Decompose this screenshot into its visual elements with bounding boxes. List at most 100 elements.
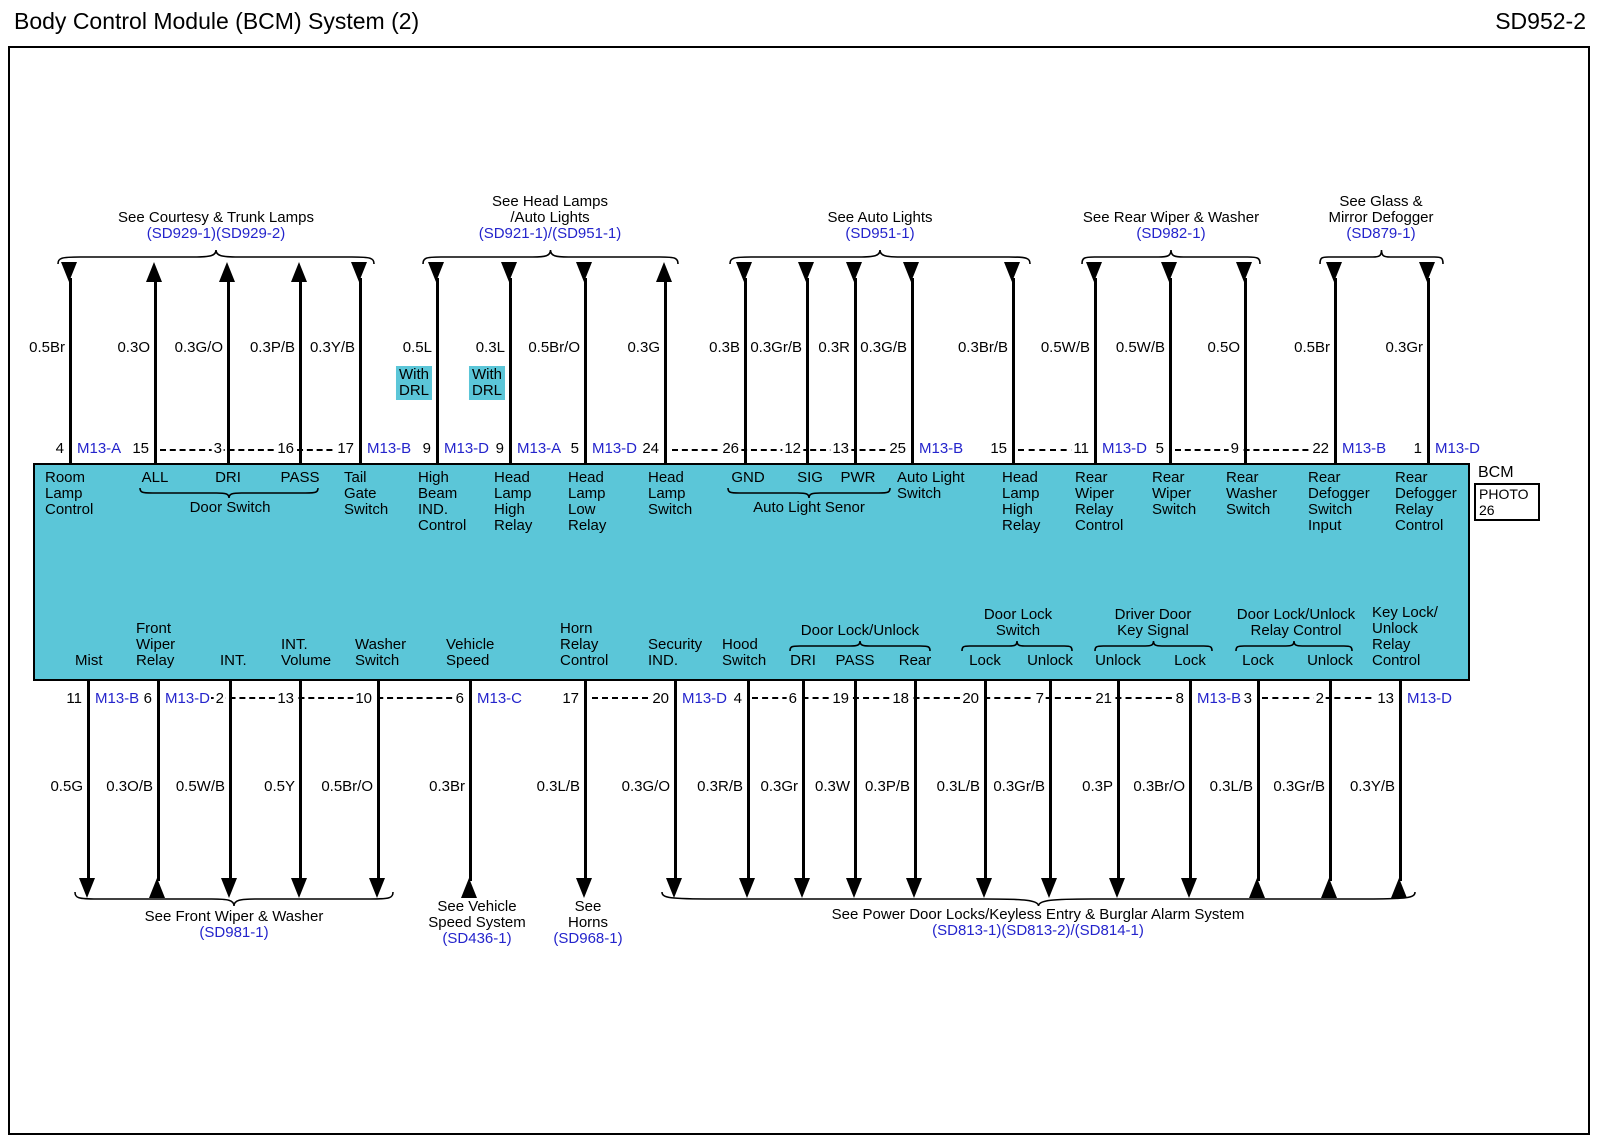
bcm-pin-function: Unlock (1095, 652, 1141, 669)
wire (584, 278, 587, 464)
bcm-pin-function: Rear Defogger Switch Input (1308, 469, 1370, 534)
drl-note: With DRL (468, 366, 505, 400)
arrow-down-icon (1419, 262, 1435, 282)
arrow-down-icon (1181, 878, 1197, 898)
pin-number: 12 (782, 440, 803, 457)
bcm-pin-function: SIG (797, 469, 823, 486)
pin-number: 18 (890, 690, 911, 707)
group-label: See Horns (567, 898, 609, 931)
pin-number: 4 (53, 440, 66, 457)
bcm-pin-function: PASS (835, 652, 875, 669)
connector-dash (1262, 697, 1392, 699)
photo-ref: PHOTO 26 (1474, 483, 1540, 521)
pin-number: 26 (720, 440, 741, 457)
wire-color-label: 0.3G/O (621, 778, 670, 795)
arrow-down-icon (739, 878, 755, 898)
wire (154, 278, 157, 464)
bcm-pin-function: Auto Light Switch (897, 469, 965, 502)
pin-number: 24 (640, 440, 661, 457)
photo-number: 26 (1479, 502, 1495, 518)
wire-color-label: 0.3Gr (760, 778, 798, 795)
wire-color-label: 0.3Gr (1385, 339, 1423, 356)
arrow-down-icon (1161, 262, 1177, 282)
bcm-pin-function: PWR (840, 469, 876, 486)
wire (1012, 278, 1015, 464)
bcm-pin-function: Head Lamp Low Relay (568, 469, 607, 534)
wire-color-label: 0.5Br (1294, 339, 1330, 356)
wire (436, 278, 439, 464)
arrow-down-icon (1041, 878, 1057, 898)
pin-number: 13 (1375, 690, 1396, 707)
wire (1334, 278, 1337, 464)
brace (1236, 641, 1352, 651)
bcm-pin-function: Unlock (1027, 652, 1073, 669)
wire (377, 681, 380, 881)
connector-label: M13-D (1406, 690, 1454, 707)
pin-number: 3 (211, 440, 224, 457)
connector-label: M13-A (516, 440, 563, 457)
brace (423, 250, 678, 264)
bcm-pin-function: Front Wiper Relay (136, 620, 176, 669)
bcm-pin-function: Horn Relay Control (560, 620, 609, 669)
arrow-down-icon (291, 878, 307, 898)
brace (790, 641, 930, 651)
brace (1082, 250, 1260, 264)
wire (229, 681, 232, 881)
bcm-pin-function: Auto Light Senor (753, 499, 865, 516)
connector-label: M13-B (366, 440, 413, 457)
pin-number: 10 (353, 690, 374, 707)
bcm-pin-function: Driver Door Key Signal (1114, 606, 1192, 639)
group-label: See Head Lamps /Auto Lights (492, 193, 608, 226)
bcm-pin-function: Lock (969, 652, 1001, 669)
brace (728, 488, 890, 498)
group-ref: (SD982-1) (1136, 225, 1206, 242)
group-label: See Power Door Locks/Keyless Entry & Bur… (831, 906, 1245, 923)
pin-number: 11 (64, 690, 84, 707)
pin-number: 20 (960, 690, 981, 707)
connector-label: M13-D (1434, 440, 1482, 457)
arrow-up-icon (1391, 878, 1407, 898)
arrow-down-icon (79, 878, 95, 898)
group-ref: (SD813-1)(SD813-2)/(SD814-1) (932, 922, 1144, 939)
bcm-pin-function: Washer Switch (355, 636, 407, 669)
wire (664, 278, 667, 464)
arrow-down-icon (1004, 262, 1020, 282)
wire (674, 681, 677, 881)
group-label: See Courtesy & Trunk Lamps (118, 209, 314, 226)
wire-color-label: 0.3Br (429, 778, 465, 795)
wire (802, 681, 805, 881)
wire (984, 681, 987, 881)
connector-label: M13-D (164, 690, 212, 707)
group-label: See Glass & Mirror Defogger (1328, 193, 1434, 226)
pin-number: 6 (453, 690, 466, 707)
bcm-pin-function: Rear (898, 652, 932, 669)
arrow-up-icon (146, 262, 162, 282)
wire-color-label: 0.5Br/O (528, 339, 580, 356)
wire-color-label: 0.3O (117, 339, 150, 356)
bcm-pin-function: Rear Defogger Relay Control (1395, 469, 1457, 534)
bcm-pin-function: Rear Washer Switch (1226, 469, 1278, 518)
bcm-pin-function: Rear Wiper Relay Control (1075, 469, 1124, 534)
wire-color-label: 0.3Gr/B (1273, 778, 1325, 795)
pin-number: 9 (493, 440, 506, 457)
wire-color-label: 0.5G (50, 778, 83, 795)
wire (806, 278, 809, 464)
arrow-down-icon (576, 878, 592, 898)
doc-code: SD952-2 (1495, 8, 1586, 34)
wire (1094, 278, 1097, 464)
bcm-pin-function: Lock (1242, 652, 1274, 669)
pin-number: 13 (275, 690, 296, 707)
pin-number: 6 (141, 690, 154, 707)
bcm-pin-function: Rear Wiper Switch (1152, 469, 1197, 518)
pin-number: 15 (130, 440, 151, 457)
group-ref: (SD981-1) (199, 924, 269, 941)
wire-color-label: 0.5L (402, 339, 432, 356)
arrow-down-icon (736, 262, 752, 282)
wire-color-label: 0.3L/B (536, 778, 580, 795)
group-ref: (SD879-1) (1346, 225, 1416, 242)
group-label: See Vehicle Speed System (428, 898, 526, 931)
wire (914, 681, 917, 881)
wire-color-label: 0.3P (1082, 778, 1113, 795)
wire (509, 278, 512, 464)
